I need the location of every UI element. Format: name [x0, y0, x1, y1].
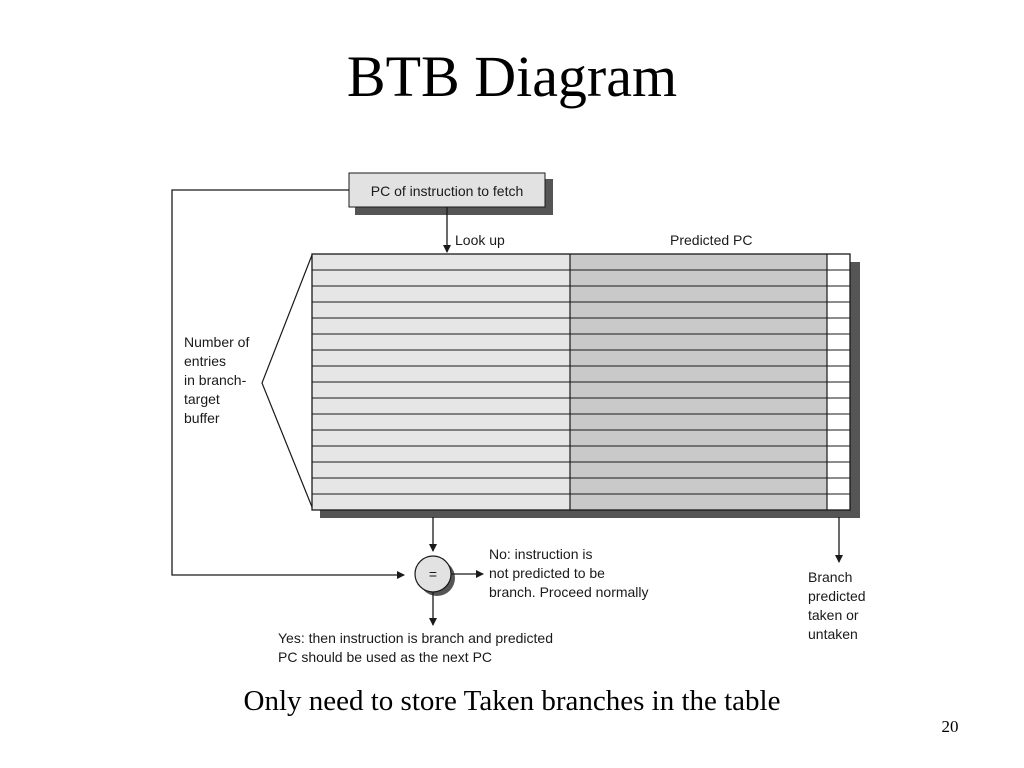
pc-box-label: PC of instruction to fetch: [371, 183, 524, 199]
yes-text-line: PC should be used as the next PC: [278, 649, 492, 665]
branch-text: Branch predicted taken or untaken: [808, 569, 869, 642]
branch-target-buffer: [311, 253, 851, 511]
branch-text-line: predicted: [808, 588, 866, 604]
yes-text: Yes: then instruction is branch and pred…: [278, 630, 557, 665]
entries-label: Number of entries in branch- target buff…: [184, 334, 253, 426]
compare-symbol: =: [429, 566, 437, 582]
entries-bracket: [261, 254, 313, 508]
entries-label-line: buffer: [184, 410, 220, 426]
branch-text-line: taken or: [808, 607, 859, 623]
entries-label-line: entries: [184, 353, 226, 369]
branch-text-line: untaken: [808, 626, 858, 642]
slide-title: BTB Diagram: [346, 44, 678, 109]
no-text-line: not predicted to be: [489, 565, 605, 581]
slide-caption: Only need to store Taken branches in the…: [243, 685, 781, 717]
page-number: 20: [941, 717, 959, 736]
entries-label-line: target: [184, 391, 220, 407]
no-text-line: branch. Proceed normally: [489, 584, 649, 600]
no-text-line: No: instruction is: [489, 546, 592, 562]
entries-label-line: in branch-: [184, 372, 247, 388]
pc-feedback-line: [171, 189, 405, 579]
yes-text-line: Yes: then instruction is branch and pred…: [278, 630, 553, 646]
no-text: No: instruction is not predicted to be b…: [489, 546, 649, 600]
predicted-pc-label: Predicted PC: [670, 232, 752, 248]
lookup-label: Look up: [455, 232, 505, 248]
entries-label-line: Number of: [184, 334, 249, 350]
buffer-outline: [311, 253, 851, 511]
branch-text-line: Branch: [808, 569, 852, 585]
